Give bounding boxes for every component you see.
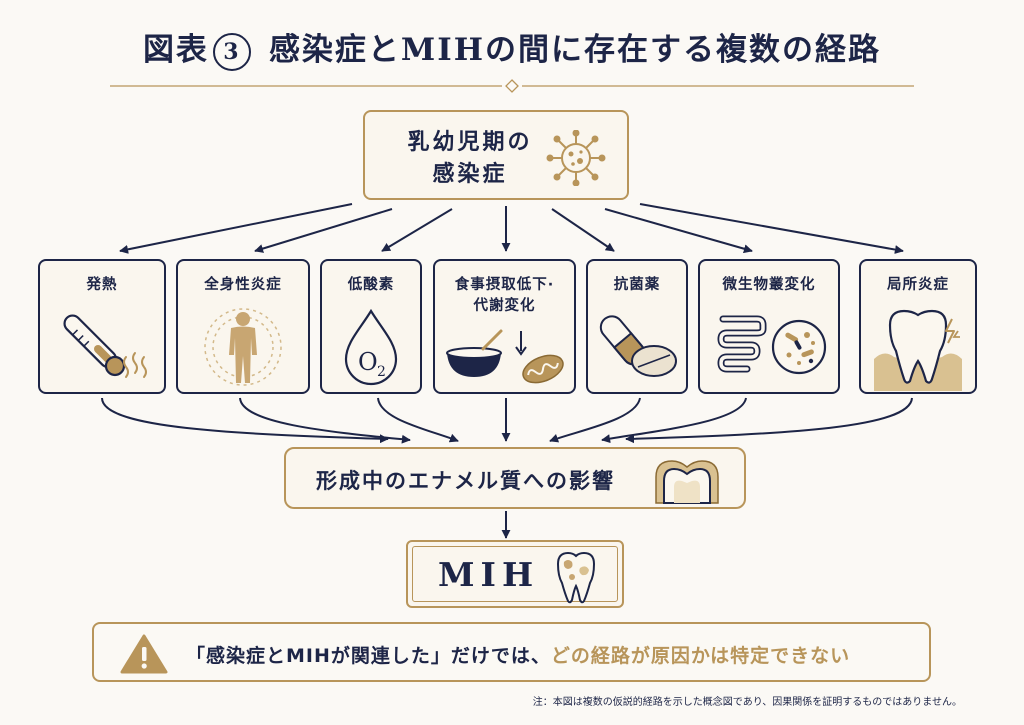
title-divider: [110, 79, 914, 93]
pill-icon: [599, 315, 677, 377]
warning-text: 「感染症とMIHが関連した」だけでは、どの経路が原因かは特定できない: [186, 641, 850, 668]
mih-label: MIH: [438, 555, 540, 594]
cause-fever: 発熱: [38, 259, 166, 394]
title-number: 3: [212, 32, 251, 71]
cause-antibiotics: 抗菌薬: [586, 259, 688, 394]
cause-label: 抗菌薬: [613, 277, 661, 293]
tooth-inflammation-icon: [874, 309, 962, 391]
virus-icon: [546, 130, 606, 186]
cause-label-line2: 代謝変化: [473, 298, 536, 314]
infection-box: 乳幼児期の 感染症: [363, 110, 629, 200]
cause-microbiome-change: 微生物叢変化: [698, 259, 840, 394]
microbiome-icon: [717, 315, 827, 375]
warning-box: 「感染症とMIHが関連した」だけでは、どの経路が原因かは特定できない: [92, 622, 931, 682]
cause-systemic-inflammation: 全身性炎症: [176, 259, 310, 394]
warning-text-highlight: どの経路が原因かは特定できない: [550, 645, 851, 667]
thermometer-icon: [63, 314, 147, 378]
cause-local-inflammation: 局所炎症: [859, 259, 977, 394]
title-prefix: 図表: [142, 32, 209, 68]
warning-icon: [120, 634, 168, 674]
mih-box: MIH: [406, 540, 624, 608]
arrows-causes-to-effect: [101, 397, 913, 444]
svg-text:2: 2: [377, 364, 386, 380]
oxygen-drop-icon: O 2: [344, 308, 398, 386]
cause-hypoxia: 低酸素 O 2: [320, 259, 422, 394]
cause-label: 低酸素: [347, 277, 395, 293]
infection-label: 乳幼児期の 感染症: [395, 126, 545, 190]
footnote: 注：本図は複数の仮説的経路を示した概念図であり、因果関係を証明するものではありま…: [532, 697, 962, 708]
enamel-effect-label: 形成中のエナメル質への影響: [316, 468, 615, 493]
warning-text-part1: 「感染症とMIHが関連した」だけでは、: [186, 645, 551, 667]
arrows-root-to-causes: [119, 203, 904, 255]
svg-text:O: O: [358, 348, 378, 376]
cause-label-line1: 食事摂取低下·: [454, 277, 555, 293]
bowl-mitochondria-icon: [445, 329, 564, 384]
enamel-effect-box: 形成中のエナメル質への影響: [284, 447, 746, 509]
title-text: 感染症とMIHの間に存在する複数の経路: [268, 32, 882, 68]
cause-label: 全身性炎症: [204, 277, 282, 293]
cause-label: 発熱: [86, 277, 118, 293]
cause-label: 食事摂取低下· 代謝変化: [435, 275, 574, 317]
cause-label: 局所炎症: [887, 277, 949, 293]
cause-reduced-intake-metabolism: 食事摂取低下· 代謝変化: [433, 259, 576, 394]
tooth-icon: [556, 551, 596, 604]
enamel-icon: [655, 460, 719, 504]
cause-label: 微生物叢変化: [722, 277, 816, 293]
infection-label-line1: 乳幼児期の: [407, 129, 533, 155]
human-body-icon: [204, 308, 282, 386]
infection-label-line2: 感染症: [432, 161, 508, 187]
mih-inner-border: [412, 546, 618, 602]
